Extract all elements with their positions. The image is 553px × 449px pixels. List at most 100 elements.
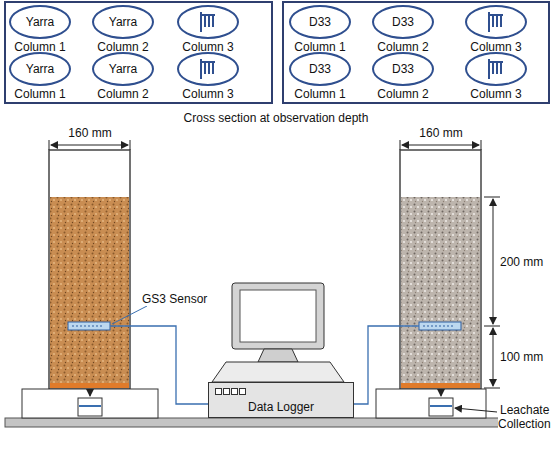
ellipse: D33 bbox=[289, 5, 351, 39]
ellipse-label: Yarra bbox=[26, 62, 54, 76]
line-shape bbox=[430, 405, 452, 407]
ellipse bbox=[177, 5, 239, 39]
sensor-icon bbox=[486, 11, 506, 33]
dimension-label: 160 mm bbox=[60, 126, 120, 140]
column-marker: YarraColumn 2 bbox=[83, 52, 163, 102]
sensor-icon bbox=[198, 11, 218, 33]
line-shape bbox=[72, 326, 104, 327]
line-shape bbox=[484, 197, 500, 198]
column-right bbox=[400, 150, 481, 389]
button-square bbox=[215, 388, 222, 395]
column-caption: Column 1 bbox=[280, 87, 360, 101]
line-shape bbox=[481, 140, 482, 150]
column-marker: YarraColumn 1 bbox=[0, 52, 80, 102]
ellipse: Yarra bbox=[92, 52, 154, 86]
line-shape bbox=[423, 326, 455, 327]
ellipse bbox=[177, 52, 239, 86]
line-shape bbox=[493, 328, 494, 386]
column-caption: Column 1 bbox=[0, 87, 80, 101]
column-marker: Column 3 bbox=[168, 52, 248, 102]
sensor-icon bbox=[198, 58, 218, 80]
line-shape bbox=[79, 405, 101, 407]
line-shape bbox=[493, 199, 494, 324]
soil-yarra bbox=[50, 197, 129, 383]
leachate-container bbox=[78, 398, 102, 416]
button-square bbox=[239, 388, 246, 395]
label-text: 160 mm bbox=[66, 126, 113, 140]
ellipse: D33 bbox=[372, 52, 434, 86]
leader-line bbox=[112, 306, 147, 324]
column-marker: D33Column 2 bbox=[363, 52, 443, 102]
section-caption: Cross section at observation depth bbox=[176, 111, 376, 125]
column-marker: YarraColumn 2 bbox=[83, 5, 163, 55]
line-shape bbox=[49, 140, 50, 150]
column-left bbox=[49, 150, 130, 389]
column-marker: D33Column 1 bbox=[280, 52, 360, 102]
ellipse bbox=[465, 5, 527, 39]
box-label: Data Logger bbox=[209, 400, 353, 414]
gs3-sensor bbox=[68, 322, 110, 330]
ellipse-label: D33 bbox=[392, 62, 414, 76]
ellipse bbox=[465, 52, 527, 86]
ellipse-label: D33 bbox=[309, 62, 331, 76]
monitor-stand bbox=[258, 349, 298, 362]
column-caption: Column 3 bbox=[168, 87, 248, 101]
column-marker: YarraColumn 1 bbox=[0, 5, 80, 55]
keyboard bbox=[212, 362, 344, 382]
filter-layer bbox=[401, 383, 480, 388]
label-text: 200 mm bbox=[498, 255, 545, 269]
label-text: GS3 Sensor bbox=[140, 292, 209, 306]
label-text: 160 mm bbox=[417, 126, 464, 140]
column-caption: Column 2 bbox=[83, 87, 163, 101]
ellipse-label: D33 bbox=[309, 15, 331, 29]
leachate-container bbox=[429, 398, 453, 416]
column-marker: D33Column 2 bbox=[363, 5, 443, 55]
line-shape bbox=[484, 326, 500, 327]
dimension-label: 160 mm bbox=[411, 126, 471, 140]
ellipse-label: Yarra bbox=[109, 62, 137, 76]
button-square bbox=[231, 388, 238, 395]
ellipse: Yarra bbox=[92, 5, 154, 39]
button-square bbox=[223, 388, 230, 395]
path-shape bbox=[489, 59, 503, 79]
path-shape bbox=[201, 59, 215, 79]
column-marker: Column 3 bbox=[168, 5, 248, 55]
ellipse: D33 bbox=[289, 52, 351, 86]
ellipse-label: D33 bbox=[392, 15, 414, 29]
ellipse: Yarra bbox=[9, 52, 71, 86]
dimension-label: 200 mm bbox=[498, 255, 550, 269]
sensor-icon bbox=[486, 58, 506, 80]
line-shape bbox=[90, 389, 91, 396]
base-right bbox=[376, 389, 486, 418]
path-shape bbox=[489, 12, 503, 32]
data-logger-box: Data Logger bbox=[208, 382, 354, 418]
ellipse: D33 bbox=[372, 5, 434, 39]
line-shape bbox=[400, 140, 401, 150]
soil-d33 bbox=[401, 197, 480, 383]
filter-layer bbox=[50, 383, 129, 388]
column-caption: Column 3 bbox=[456, 87, 536, 101]
dimension-label: 100 mm bbox=[498, 350, 550, 364]
ellipse-label: Yarra bbox=[26, 15, 54, 29]
line-shape bbox=[484, 388, 500, 389]
label-text: Leachate Collection bbox=[498, 403, 553, 431]
callout-label: Leachate Collection bbox=[498, 403, 552, 431]
monitor bbox=[232, 283, 324, 349]
line-shape bbox=[441, 389, 442, 396]
base-left bbox=[22, 389, 158, 418]
label-text: 100 mm bbox=[498, 350, 545, 364]
label-text: Cross section at observation depth bbox=[182, 111, 371, 125]
callout-label: GS3 Sensor bbox=[140, 292, 220, 306]
line-shape bbox=[51, 145, 128, 146]
ground-plate bbox=[5, 418, 548, 427]
leader-line bbox=[455, 408, 497, 412]
line-shape bbox=[402, 145, 479, 146]
column-marker: Column 3 bbox=[456, 52, 536, 102]
line-shape bbox=[130, 140, 131, 150]
column-caption: Column 2 bbox=[363, 87, 443, 101]
ellipse: Yarra bbox=[9, 5, 71, 39]
path-shape bbox=[201, 12, 215, 32]
column-marker: Column 3 bbox=[456, 5, 536, 55]
screen bbox=[240, 290, 316, 342]
